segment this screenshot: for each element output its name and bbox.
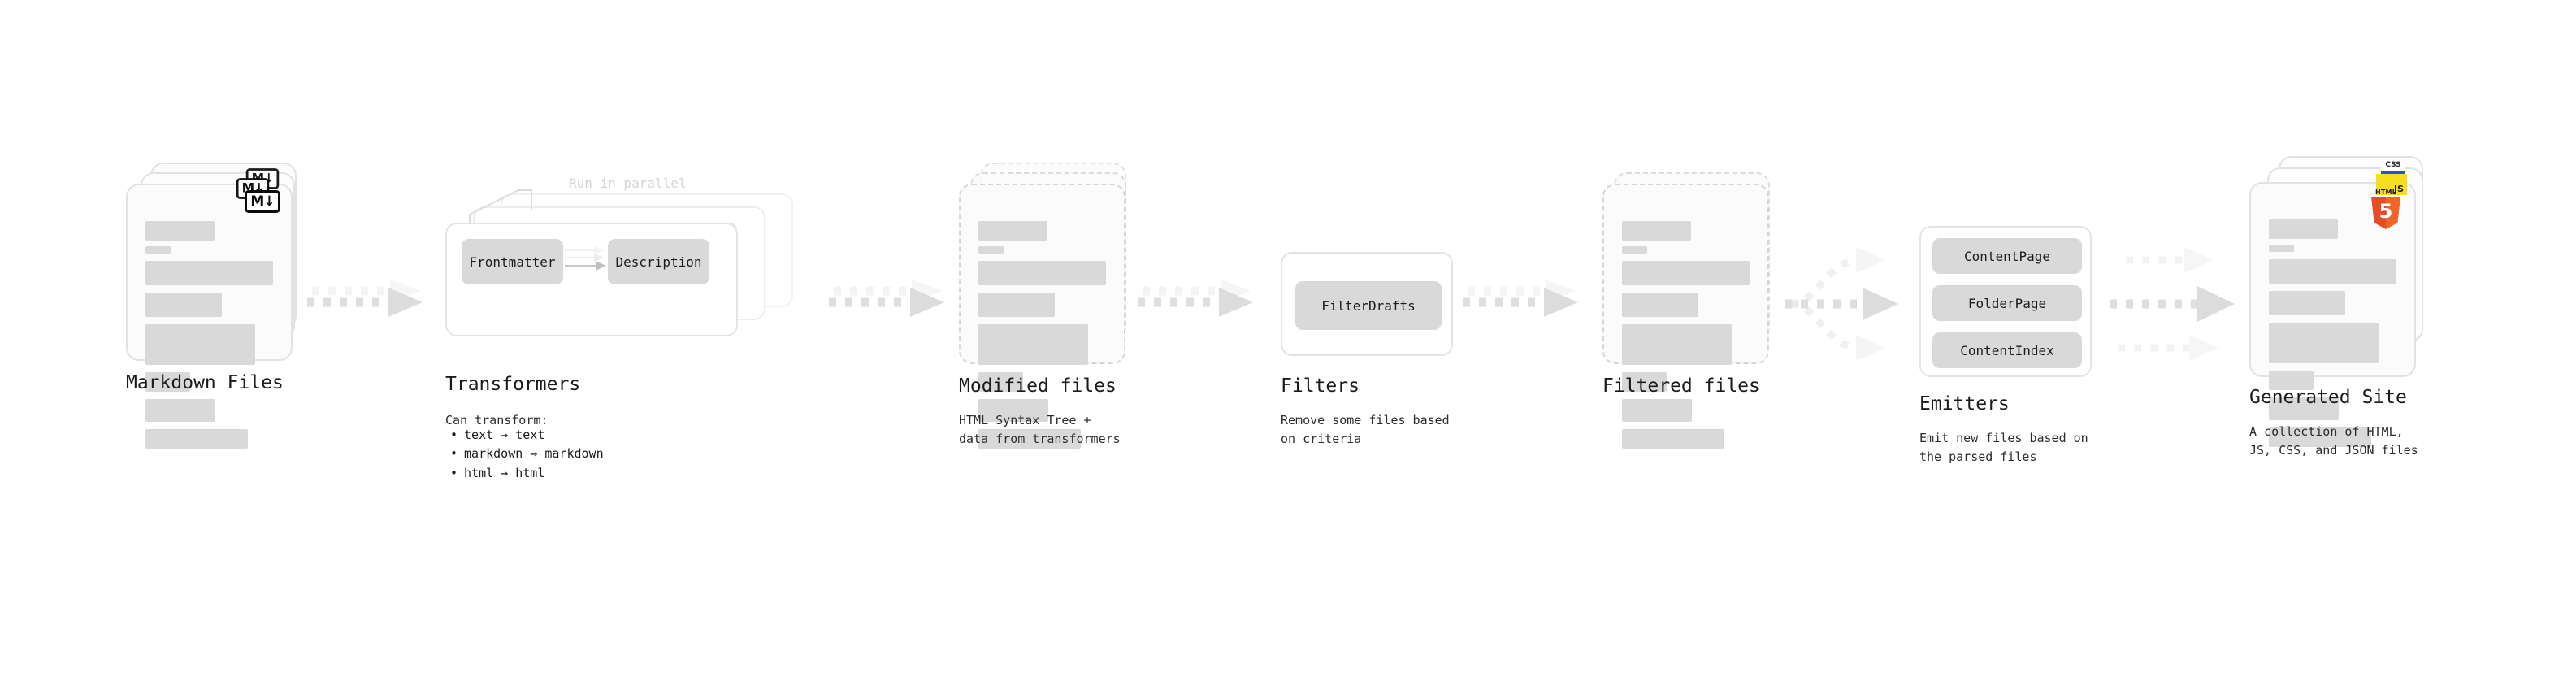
transformers-bullet: markdown → markdown	[445, 445, 604, 463]
emitter-pill-folderpage[interactable]: FolderPage	[1932, 285, 2082, 321]
caption-transformers: Transformers	[445, 374, 581, 395]
skeleton-line	[1622, 324, 1733, 365]
connector-transformers-to-modified	[829, 280, 944, 317]
connector-filtered-to-emitters	[1785, 247, 1898, 361]
generated-site-subtitle: A collection of HTML, JS, CSS, and JSON …	[2249, 424, 2418, 458]
emitters-box-wrap: ContentPage FolderPage ContentIndex	[1919, 226, 2106, 388]
connector-filters-to-filtered	[1463, 280, 1578, 317]
css-badge: CSS	[2381, 161, 2405, 174]
skeleton-heading	[978, 221, 1047, 241]
skeleton-subheading	[145, 246, 171, 254]
skeleton-line	[978, 293, 1056, 317]
caption-filters: Filters	[1281, 375, 1360, 397]
transformers-box-stack: Run in parallel Frontmatter Description	[445, 176, 827, 348]
emitters-subtitle: Emit new files based on the parsed files	[1919, 431, 2088, 465]
transformer-pill-frontmatter[interactable]: Frontmatter	[462, 239, 563, 284]
skeleton-line	[978, 399, 1049, 422]
skeleton-line	[978, 372, 1023, 392]
filters-box: FilterDrafts	[1281, 252, 1453, 356]
stage-modified-files: Modified files HTML Syntax Tree + data f…	[959, 163, 1146, 449]
skeleton-line	[2269, 323, 2379, 363]
run-in-parallel-label: Run in parallel	[569, 176, 687, 191]
stage-filters: FilterDrafts Filters Remove some files b…	[1281, 252, 1459, 446]
markdown-files-card-stack: M↓ M↓ M↓	[126, 163, 313, 449]
transformers-subtitle: Can transform:	[445, 413, 549, 427]
skeleton-subheading	[978, 246, 1004, 254]
skeleton-line	[1622, 399, 1693, 422]
caption-modified-files: Modified files	[959, 375, 1117, 397]
filtered-card-front	[1602, 184, 1769, 449]
markdown-card-front	[126, 184, 293, 449]
transformers-bullet: html → html	[445, 464, 604, 483]
caption-filtered-files: Filtered files	[1602, 375, 1760, 397]
skeleton-line	[2269, 259, 2396, 284]
stage-filtered-files: Filtered files	[1602, 163, 1789, 449]
stage-generated-site: CSS JS HTML 5 Generated Site A collectio…	[2249, 156, 2444, 458]
skeleton-heading	[145, 221, 215, 241]
skeleton-heading	[2269, 219, 2338, 239]
js-badge: JS	[2376, 174, 2407, 195]
skeleton-line	[2269, 291, 2346, 315]
skeleton-subheading	[2269, 245, 2295, 252]
skeleton-line	[978, 261, 1106, 285]
generated-site-card-stack: CSS JS HTML 5	[2249, 156, 2444, 447]
connector-markdown-to-transformers	[307, 280, 423, 317]
skeleton-line	[978, 324, 1089, 365]
modified-card-skeleton	[978, 221, 1106, 449]
transformers-bullet: text → text	[445, 426, 604, 445]
modified-card-front	[959, 184, 1125, 449]
skeleton-line	[2269, 427, 2371, 447]
markdown-card-skeleton	[145, 221, 273, 449]
skeleton-line	[1622, 372, 1667, 392]
filtered-card-skeleton	[1622, 221, 1750, 449]
skeleton-line	[1622, 429, 1724, 449]
skeleton-line	[145, 429, 248, 449]
stage-emitters: ContentPage FolderPage ContentIndex Emit…	[1919, 226, 2106, 464]
caption-emitters: Emitters	[1919, 393, 2010, 414]
filtered-files-card-stack	[1602, 163, 1789, 449]
html5-badge-number: 5	[2379, 200, 2393, 223]
markdown-badge: M↓	[245, 190, 280, 213]
filter-pill-filterdrafts[interactable]: FilterDrafts	[1295, 281, 1442, 330]
skeleton-line	[2269, 397, 2340, 420]
html5-badge-word: HTML	[2374, 189, 2396, 196]
emitter-pill-contentindex[interactable]: ContentIndex	[1932, 332, 2082, 368]
transformers-box-front: Frontmatter Description	[445, 223, 738, 336]
transformers-bullet-list: text → text markdown → markdown html → h…	[445, 426, 604, 483]
stage-transformers: Run in parallel Frontmatter Description	[445, 176, 827, 480]
skeleton-line	[1622, 293, 1699, 317]
skeleton-line	[145, 399, 216, 422]
skeleton-heading	[1622, 221, 1691, 241]
site-card-front	[2249, 182, 2416, 447]
stage-markdown-files: M↓ M↓ M↓ Markdown Files	[126, 163, 313, 449]
skeleton-line	[145, 324, 256, 365]
transformer-inner-arrows	[565, 246, 606, 271]
emitters-box: ContentPage FolderPage ContentIndex	[1919, 226, 2092, 377]
modified-files-card-stack	[959, 163, 1146, 449]
filters-subtitle: Remove some files based on criteria	[1281, 413, 1450, 447]
html5-badge: HTML 5	[2370, 189, 2402, 229]
skeleton-line	[145, 261, 273, 285]
emitter-pill-contentpage[interactable]: ContentPage	[1932, 238, 2082, 274]
skeleton-line	[145, 372, 190, 392]
site-card-skeleton	[2269, 219, 2396, 447]
skeleton-line	[1622, 261, 1750, 285]
skeleton-line	[978, 429, 1081, 449]
skeleton-subheading	[1622, 246, 1648, 254]
transformer-pill-description[interactable]: Description	[608, 239, 709, 284]
skeleton-line	[145, 293, 223, 317]
caption-generated-site: Generated Site	[2249, 387, 2407, 408]
filters-box-wrap: FilterDrafts	[1281, 252, 1459, 362]
caption-markdown-files: Markdown Files	[126, 372, 284, 393]
modified-files-subtitle: HTML Syntax Tree + data from transformer…	[959, 413, 1121, 447]
connector-emitters-to-site	[2110, 247, 2235, 361]
skeleton-line	[2269, 371, 2314, 390]
connector-modified-to-filters	[1138, 280, 1253, 317]
